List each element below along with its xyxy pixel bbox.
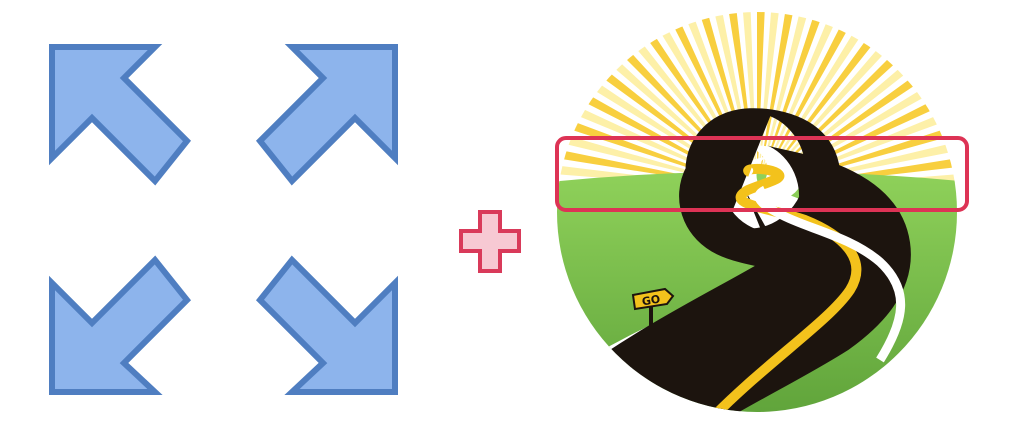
road-edge-right xyxy=(754,185,906,363)
winding-road-sunrise-icon: GO xyxy=(557,12,957,412)
sun-ray xyxy=(757,12,867,190)
sun-ray xyxy=(757,12,809,190)
sun-ray xyxy=(757,12,848,190)
arrow-down-right-icon xyxy=(255,255,398,395)
signpost-pole xyxy=(649,300,653,332)
signpost-board xyxy=(631,287,675,311)
signpost-label: GO xyxy=(641,292,661,308)
arrow-up-left-icon xyxy=(49,44,192,186)
horizon-highlight-box xyxy=(555,136,969,212)
go-signpost-icon: GO xyxy=(631,287,675,332)
plus-icon xyxy=(459,210,521,273)
arrow-up-right-icon xyxy=(255,44,398,186)
arrow-down-left-icon xyxy=(49,255,192,395)
expand-arrows-icon xyxy=(49,44,398,395)
sun-ray xyxy=(757,12,829,190)
